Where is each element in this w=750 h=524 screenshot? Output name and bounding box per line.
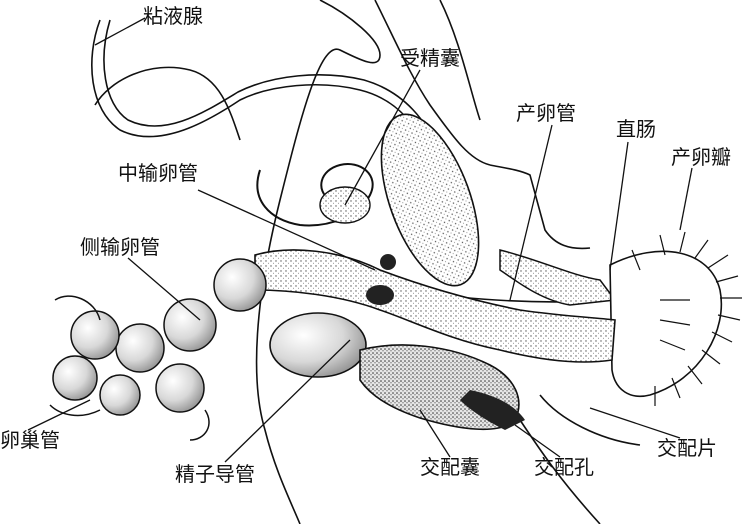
lateral-oviduct-and-ovarioles bbox=[49, 258, 267, 441]
label-spermatheca: 受精囊 bbox=[400, 46, 460, 70]
label-rectum: 直肠 bbox=[616, 117, 656, 141]
oviduct-body bbox=[254, 249, 616, 363]
label-ovariole: 卵巢管 bbox=[0, 428, 60, 452]
label-bursa-copulatrix: 交配囊 bbox=[420, 455, 480, 479]
label-mucus-gland: 粘液腺 bbox=[143, 4, 203, 28]
rectum-and-ovipositor bbox=[499, 231, 742, 406]
label-oviduct: 产卵管 bbox=[516, 101, 576, 125]
label-spermathecal-duct: 精子导管 bbox=[175, 462, 255, 486]
label-ovipositor-valve: 产卵瓣 bbox=[671, 145, 731, 169]
label-copulatory-plate: 交配片 bbox=[657, 436, 717, 460]
label-lateral-oviduct: 侧输卵管 bbox=[80, 235, 160, 259]
leader-lines bbox=[27, 17, 693, 463]
label-median-oviduct: 中输卵管 bbox=[118, 161, 198, 185]
label-genital-pore: 交配孔 bbox=[534, 455, 594, 479]
mucus-gland-tubes bbox=[91, 19, 441, 161]
bursa-copulatrix bbox=[269, 312, 525, 431]
